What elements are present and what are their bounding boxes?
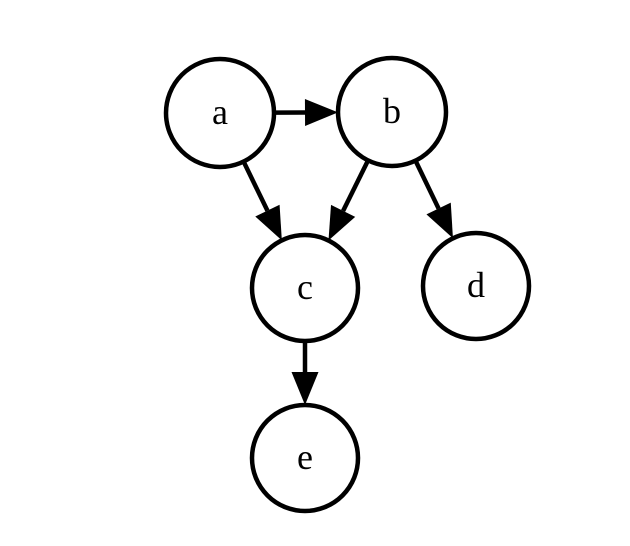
node-d-circle [420,230,532,342]
edge-b-d-arrowhead-icon [426,202,453,239]
edge-a-c-arrowhead-icon [255,204,282,241]
node-d-label: d [467,265,485,305]
edge-a-c-line [241,160,270,212]
edge-b-c-line [341,159,371,212]
edge-c-e [291,341,319,405]
edge-a-c [241,160,282,241]
edge-b-d [413,159,453,239]
edge-c-e-arrowhead-icon [291,372,319,405]
node-b-circle [335,55,449,169]
node-a: a [163,56,277,170]
node-b-label: b [383,91,401,131]
node-a-label: a [212,92,228,132]
node-e-label: e [297,437,313,477]
edge-b-c [328,159,371,241]
node-a-circle [163,56,277,170]
node-b: b [335,55,449,169]
edge-b-c-arrowhead-icon [328,204,356,241]
node-d: d [420,230,532,342]
node-c: c [249,232,361,344]
node-c-label: c [297,267,313,307]
node-c-circle [249,232,361,344]
edge-a-b [273,99,339,127]
edge-b-d-line [413,159,441,210]
edge-a-b-arrowhead-icon [304,99,339,127]
node-e-circle [249,402,361,514]
node-e: e [249,402,361,514]
